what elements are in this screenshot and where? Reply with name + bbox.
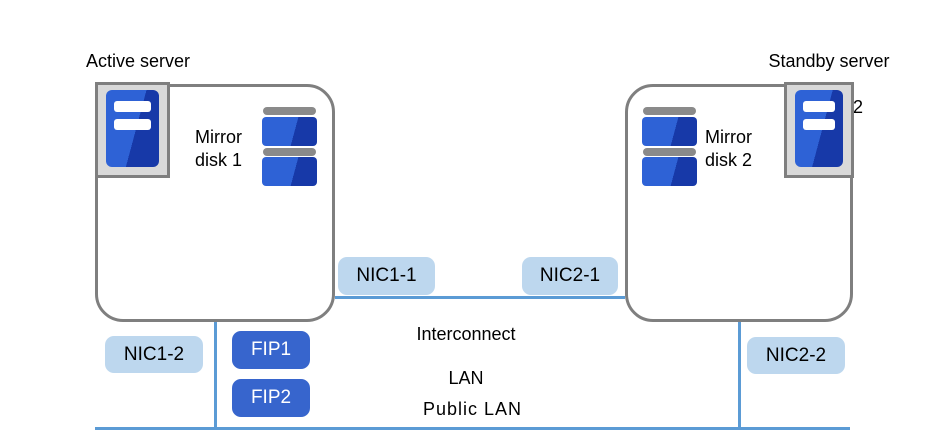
mirror-disk2-label-line1: Mirror (705, 127, 752, 147)
server1-public-link-line (214, 322, 217, 428)
disk-body-icon (642, 117, 697, 146)
server2-role-label: Standby server (768, 51, 890, 71)
disk-cap-icon (643, 148, 696, 156)
fip2-badge: FIP2 (232, 379, 310, 417)
fip1-badge: FIP1 (232, 331, 310, 369)
disk-cap-icon (263, 148, 316, 156)
nic2-1-badge: NIC2-1 (522, 257, 618, 295)
fip1-label: FIP1 (250, 339, 292, 360)
mirror-disk1-label-line1: Mirror (195, 127, 242, 147)
server-slot-icon (803, 101, 835, 112)
server2-public-link-line (738, 322, 741, 428)
nic2-1-label: NIC2-1 (539, 265, 601, 286)
public-lan-line (95, 427, 850, 430)
server-chassis-icon (795, 90, 843, 167)
interconnect-label-line1: Interconnect (416, 324, 516, 344)
server-slot-icon (114, 101, 151, 112)
nic1-2-badge: NIC1-2 (105, 336, 203, 373)
nic1-1-badge: NIC1-1 (338, 257, 435, 295)
mirror-disk2-label-line2: disk 2 (705, 150, 753, 170)
interconnect-lan-label: Interconnect LAN (386, 301, 546, 389)
nic2-2-badge: NIC2-2 (747, 337, 845, 374)
fip2-label: FIP2 (250, 387, 292, 408)
mirror-disk2-icon (642, 107, 697, 186)
mirror-disk1-label-line2: disk 1 (195, 150, 243, 170)
disk-body-icon (262, 117, 317, 146)
server-slot-icon (114, 119, 151, 130)
server2-icon (784, 82, 854, 178)
interconnect-label-line2: LAN (448, 368, 484, 388)
nic2-2-label: NIC2-2 (765, 344, 827, 366)
server-chassis-icon (106, 90, 159, 167)
mirror-disk1-label: Mirror disk 1 (195, 126, 242, 172)
interconnect-lan-line (335, 296, 625, 299)
mirror-disk1-icon (262, 107, 317, 186)
mirror-disk2-label: Mirror disk 2 (705, 126, 752, 172)
disk-cap-icon (643, 107, 696, 115)
disk-body-icon (642, 157, 697, 186)
nic1-2-label: NIC1-2 (123, 343, 185, 365)
server-slot-icon (803, 119, 835, 130)
server1-icon (95, 82, 170, 178)
disk-cap-icon (263, 107, 316, 115)
server1-role-label: Active server (85, 51, 191, 71)
disk-body-icon (262, 157, 317, 186)
public-lan-label: Public LAN (423, 399, 523, 419)
nic1-1-label: NIC1-1 (356, 265, 417, 286)
